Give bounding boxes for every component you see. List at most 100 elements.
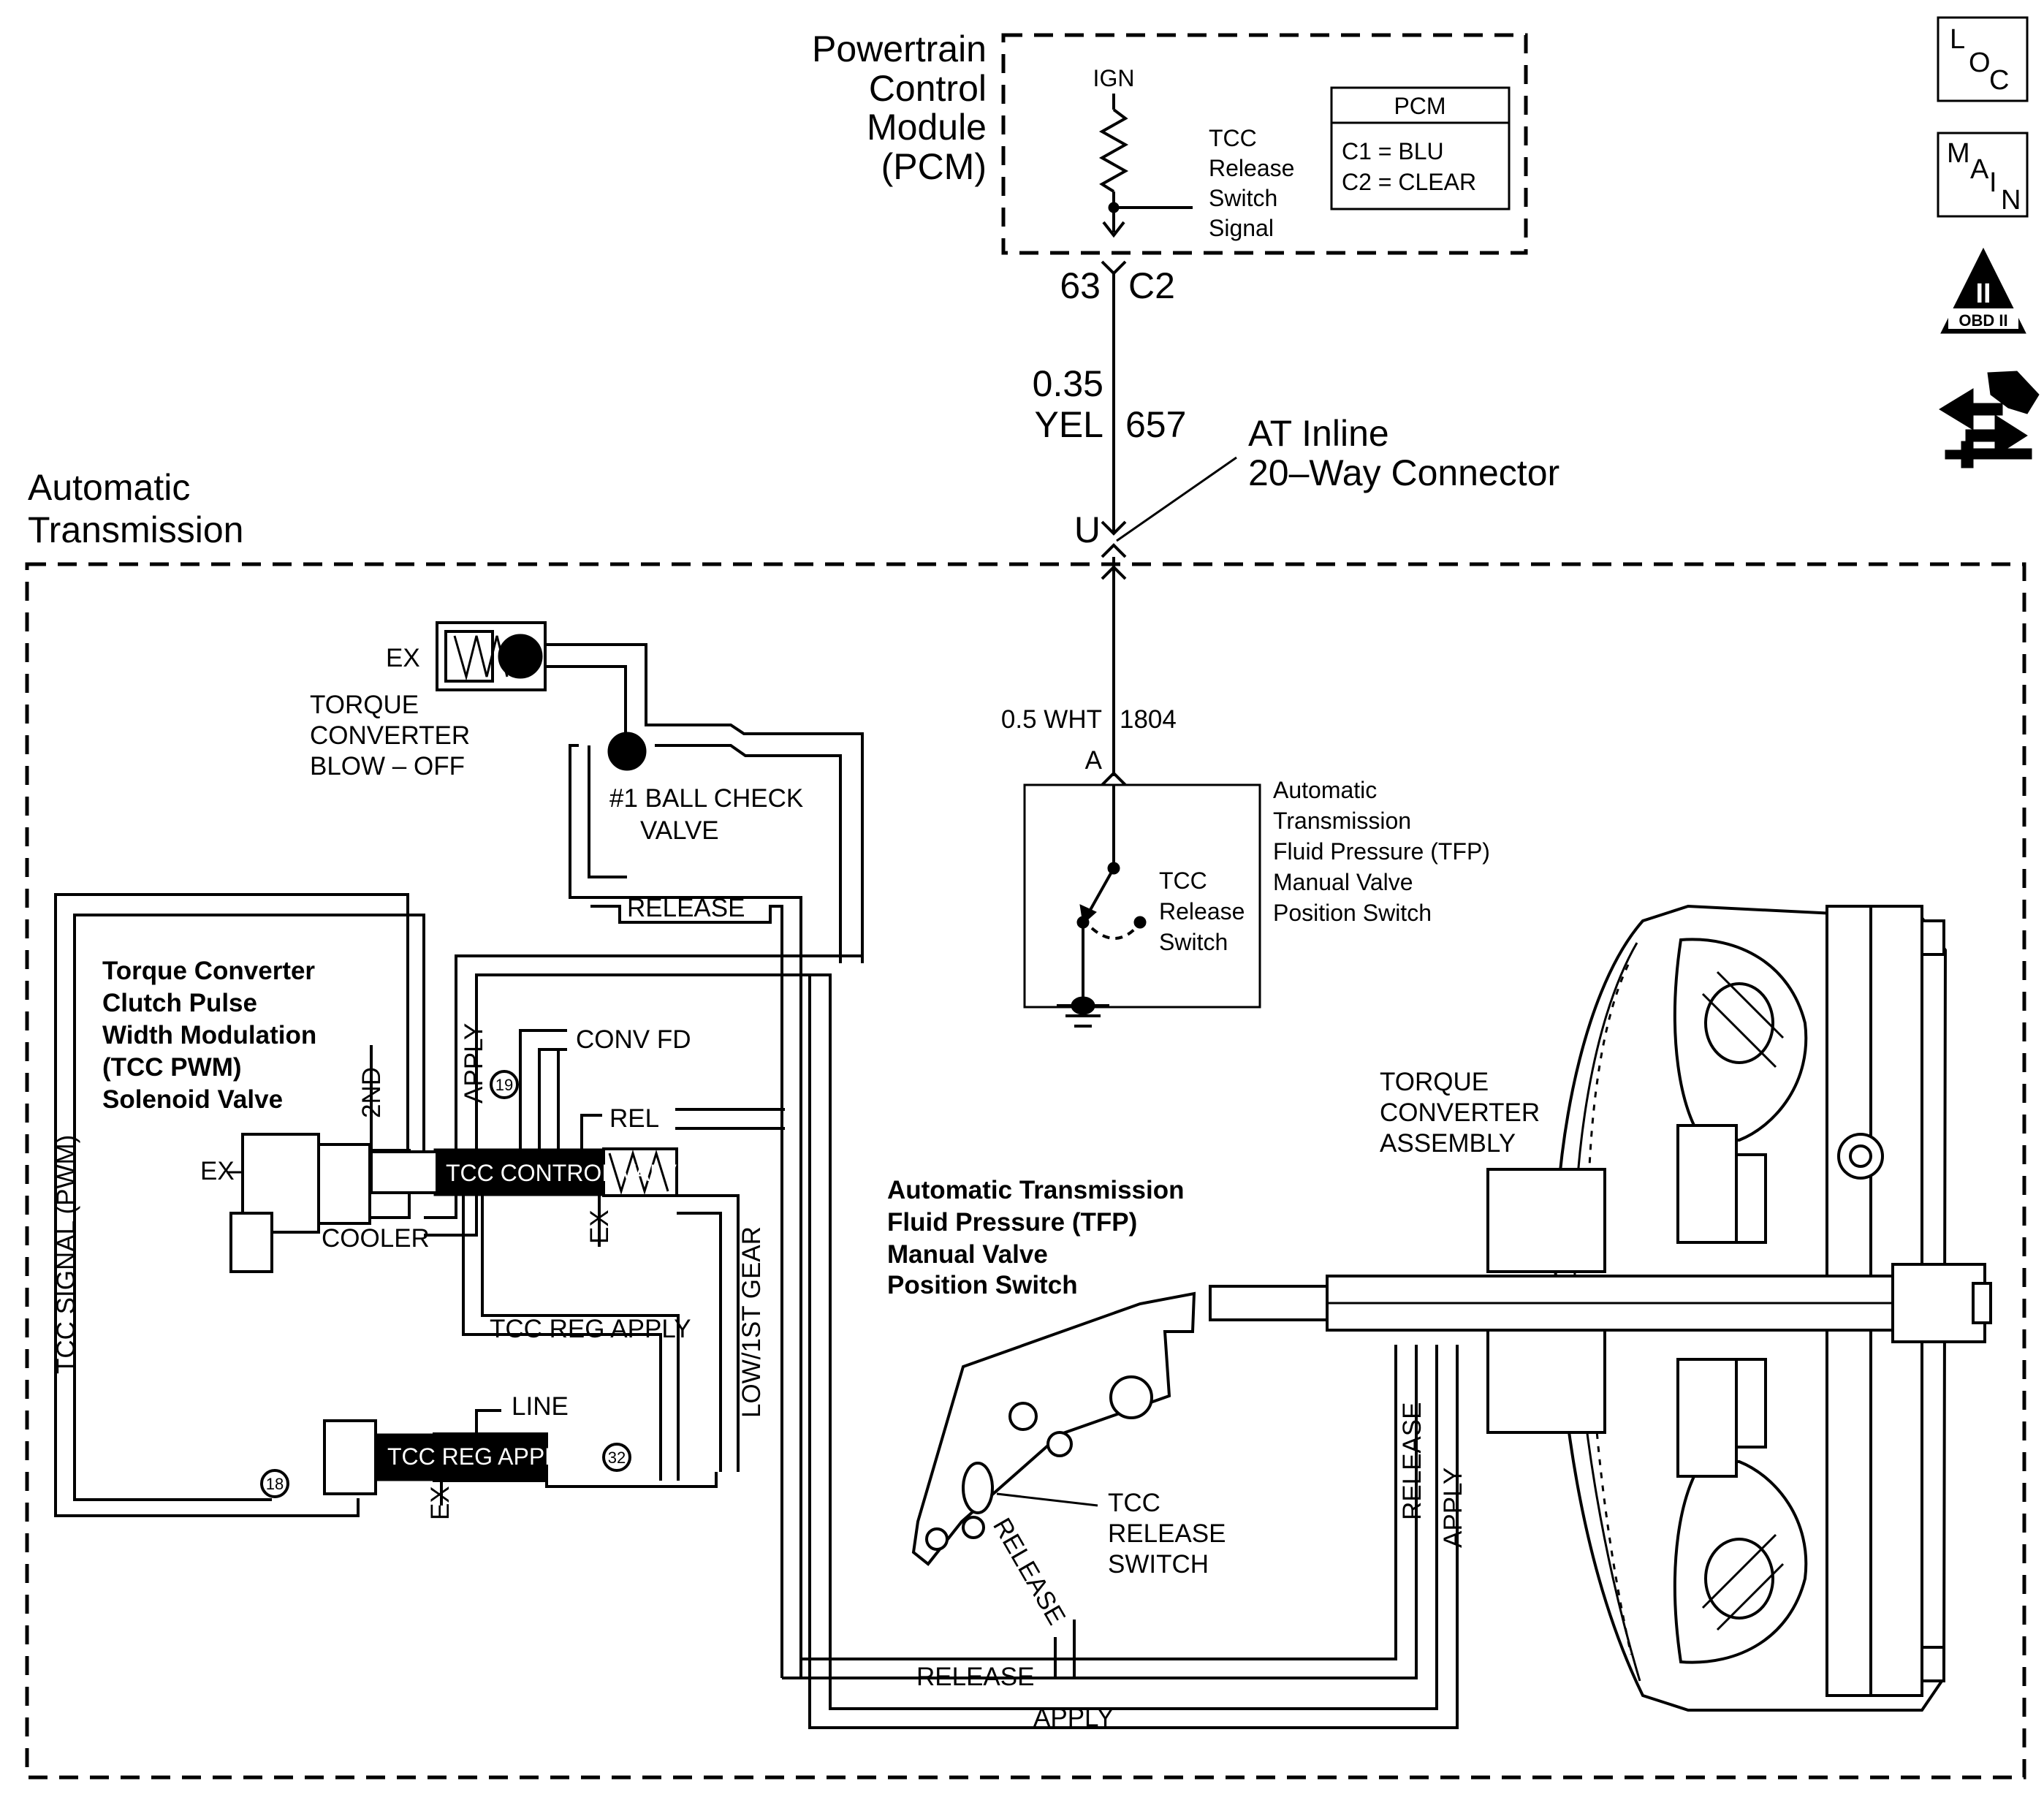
main-icon-letter-n: N	[2001, 185, 2021, 216]
orifice-32-label: 32	[608, 1449, 626, 1467]
tfp-assembly-title-line-4: Position Switch	[887, 1271, 1078, 1299]
low-first-gear-label: LOW/1ST GEAR	[737, 1226, 766, 1418]
blowoff-label-line-3: BLOW – OFF	[310, 752, 465, 781]
tfp-desc-line-2: Transmission	[1273, 808, 1411, 834]
pcm-legend-title: PCM	[1394, 93, 1445, 119]
loc-icon[interactable]: L O C	[1937, 16, 2029, 102]
connector-wrench-icon[interactable]	[1939, 371, 2040, 468]
obd-ii-numeral: II	[1975, 278, 1991, 309]
tfp-switch-box: TCC Release Switch Automatic Transmissio…	[1023, 777, 1490, 1028]
switch-label-line-1: TCC	[1159, 867, 1207, 894]
pcm-title-line-1: Powertrain	[812, 29, 987, 69]
blowoff-label-line-1: TORQUE	[310, 691, 419, 719]
tcc-release-switch-callout-line-3: SWITCH	[1108, 1550, 1209, 1579]
tfp-assembly: Automatic Transmission Fluid Pressure (T…	[887, 1176, 1226, 1678]
tfp-assembly-title-line-3: Manual Valve	[887, 1240, 1048, 1269]
tcc-reg-apply-valve-label: TCC REG APPLY	[387, 1443, 571, 1470]
wire-1804-circuit: 1804	[1120, 705, 1177, 734]
tcc-release-switch-callout-line-2: RELEASE	[1108, 1519, 1226, 1548]
torque-converter-label-line-2: CONVERTER	[1380, 1098, 1540, 1127]
converter-release-label: RELEASE	[1398, 1402, 1426, 1520]
pcm-module: Powertrain Control Module (PCM) IGN TCC …	[812, 29, 1528, 306]
switch-label-line-2: Release	[1159, 898, 1245, 925]
wire-657: 0.35 YEL 657	[1033, 273, 1186, 532]
loc-icon-letter-c: C	[1989, 65, 2009, 96]
wire-657-gauge: 0.35	[1033, 363, 1103, 404]
main-icon-letter-i: I	[1989, 167, 1997, 198]
release-passage-label-upper: RELEASE	[627, 894, 745, 922]
torque-converter-label-line-3: ASSEMBLY	[1380, 1129, 1516, 1158]
pcm-signal-line-4: Signal	[1209, 215, 1274, 241]
solenoid-label-line-2: Clutch Pulse	[102, 989, 257, 1017]
blowoff-valve: EX TORQUE CONVERTER BLOW – OFF	[310, 621, 547, 781]
inline-connector-pin: U	[1074, 509, 1101, 550]
ball-check-valve: #1 BALL CHECK VALVE RELEASE	[569, 732, 803, 1678]
blowoff-ex-label: EX	[386, 644, 420, 672]
transmission-title-line-2: Transmission	[28, 509, 243, 550]
tfp-assembly-title-line-2: Fluid Pressure (TFP)	[887, 1208, 1137, 1237]
blowoff-label-line-2: CONVERTER	[310, 721, 470, 750]
tfp-desc-line-4: Manual Valve	[1273, 869, 1413, 895]
solenoid-label-line-3: Width Modulation	[102, 1021, 316, 1049]
wire-657-color: YEL	[1034, 404, 1103, 445]
reg-apply-ex-label: EX	[426, 1486, 455, 1520]
pcm-signal-line-1: TCC	[1209, 125, 1257, 151]
orifice-18-label: 18	[266, 1475, 284, 1493]
tcc-pwm-solenoid: EX Torque Converter Clutch Pulse Width M…	[102, 957, 411, 1273]
pcm-connector-id: C2	[1128, 265, 1175, 306]
second-gear-label: 2ND	[357, 1067, 386, 1118]
cooler-label: COOLER	[322, 1224, 430, 1253]
ign-label: IGN	[1093, 65, 1135, 91]
torque-converter-label-line-1: TORQUE	[1380, 1068, 1489, 1096]
inline-connector-line-2: 20–Way Connector	[1248, 452, 1559, 493]
obd-ii-label: OBD II	[1958, 311, 2007, 330]
solenoid-label-line-1: Torque Converter	[102, 957, 315, 985]
wire-657-circuit: 657	[1125, 404, 1186, 445]
transmission-title-line-1: Automatic	[28, 467, 190, 508]
tcc-release-switch-callout-line-1: TCC	[1108, 1489, 1160, 1517]
tfp-desc-line-1: Automatic	[1273, 777, 1377, 803]
ball-check-label-line-2: VALVE	[640, 816, 719, 845]
main-icon[interactable]: M A I N	[1937, 132, 2029, 218]
pcm-legend-c1: C1 = BLU	[1342, 138, 1444, 164]
apply-passage-label: APPLY	[460, 1023, 488, 1104]
tcc-control-valve-label: TCC CONTROL VALVE	[446, 1160, 692, 1186]
inline-connector-line-1: AT Inline	[1248, 413, 1389, 454]
release-passage-label-lower: RELEASE	[916, 1663, 1034, 1691]
pcm-title-line-4: (PCM)	[881, 146, 987, 187]
tfp-assembly-title-line-1: Automatic Transmission	[887, 1176, 1184, 1204]
pcm-title-line-3: Module	[867, 107, 987, 148]
wire-1804-gauge-color: 0.5 WHT	[1001, 705, 1102, 734]
pcm-signal-line-2: Release	[1209, 155, 1294, 181]
pcm-legend-c2: C2 = CLEAR	[1342, 169, 1476, 195]
transmission-boundary: Automatic Transmission	[25, 467, 2026, 1780]
loc-icon-letter-l: L	[1950, 24, 1965, 55]
converter-apply-label: APPLY	[1439, 1468, 1467, 1548]
solenoid-label-line-4: (TCC PWM)	[102, 1053, 242, 1082]
tfp-release-label: RELEASE	[987, 1514, 1071, 1630]
pcm-title-line-2: Control	[869, 68, 987, 109]
pull-up-resistor	[1098, 94, 1193, 238]
torque-converter-assembly: TORQUE CONVERTER ASSEMBLY	[1209, 904, 1992, 1712]
loc-icon-letter-o: O	[1969, 48, 1991, 78]
pcm-signal-line-3: Switch	[1209, 185, 1277, 211]
tcc-control-valve: TCC CONTROL VALVE	[370, 1147, 692, 1197]
main-icon-letter-m: M	[1947, 138, 1970, 169]
orifice-19-label: 19	[495, 1076, 513, 1094]
hydraulic-circuit: EX TORQUE CONVERTER BLOW – OFF #1 BALL C…	[52, 621, 1467, 1732]
tcc-reg-apply-valve: TCC REG APPLY LINE EX 32	[323, 1392, 718, 1520]
switch-pin: A	[1085, 746, 1103, 775]
apply-passage-label-lower: APPLY	[1033, 1704, 1114, 1732]
tcc-reg-apply-label: TCC REG APPLY	[490, 1315, 691, 1343]
tcc-signal-label: TCC SIGNAL (PWM)	[52, 1135, 80, 1374]
inline-connector: AT Inline 20–Way Connector U	[1074, 413, 1559, 558]
solenoid-label-line-5: Solenoid Valve	[102, 1085, 283, 1114]
tfp-desc-line-5: Position Switch	[1273, 900, 1432, 926]
switch-label-line-3: Switch	[1159, 929, 1228, 955]
obd-ii-icon[interactable]: II OBD II	[1940, 247, 2026, 334]
main-icon-letter-a: A	[1970, 154, 1989, 185]
wire-1804: 0.5 WHT 1804 A	[1001, 557, 1177, 786]
tfp-desc-line-3: Fluid Pressure (TFP)	[1273, 838, 1490, 865]
ball-check-label-line-1: #1 BALL CHECK	[609, 784, 803, 813]
